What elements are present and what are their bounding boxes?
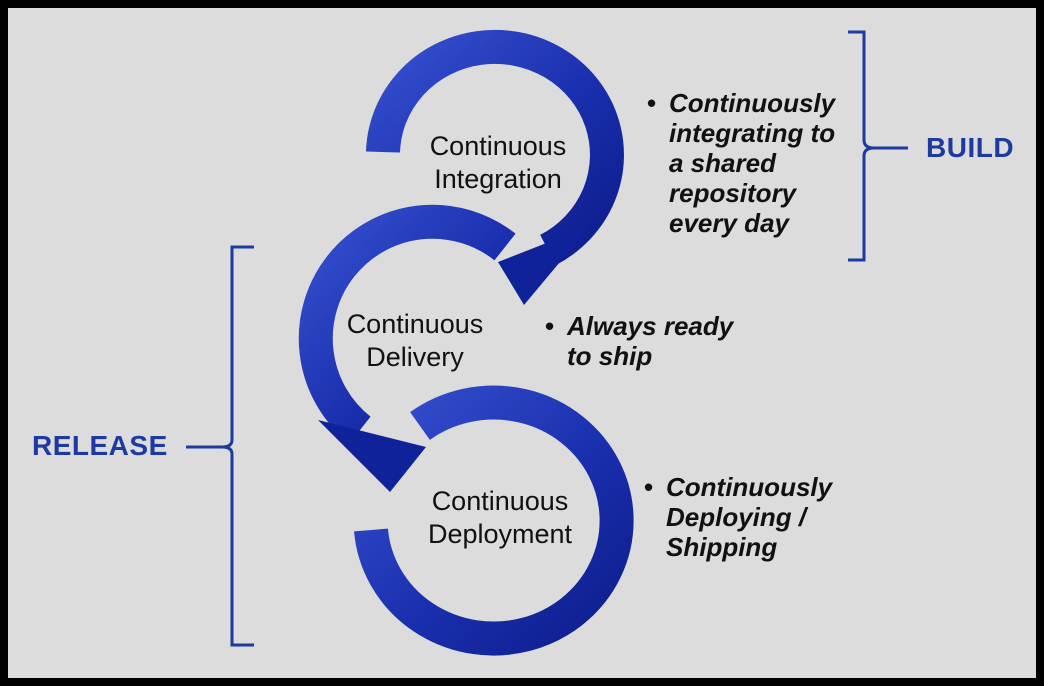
note-bullet: • [647, 88, 657, 118]
integration-arc [366, 29, 624, 266]
note-integration: • Continuously integrating to a shared r… [647, 88, 836, 238]
integration-arrowhead [498, 226, 590, 305]
note-delivery: • Always ready to ship [545, 311, 734, 371]
stage-label-deployment: Continuous Deployment [427, 486, 573, 549]
phase-label-release: RELEASE [32, 430, 168, 461]
stage-label-delivery: Continuous Delivery [346, 309, 484, 372]
stage-label-integration: Continuous Integration [429, 131, 567, 194]
note-bullet: • [545, 311, 555, 341]
release-bracket [186, 245, 254, 647]
delivery-arc [298, 204, 516, 444]
build-bracket [848, 30, 908, 262]
deployment-arc [354, 385, 634, 656]
delivery-arrowhead [318, 420, 426, 492]
note-deployment: • Continuously Deploying / Shipping [644, 472, 833, 562]
phase-label-build: BUILD [926, 132, 1015, 163]
note-bullet: • [644, 472, 654, 502]
